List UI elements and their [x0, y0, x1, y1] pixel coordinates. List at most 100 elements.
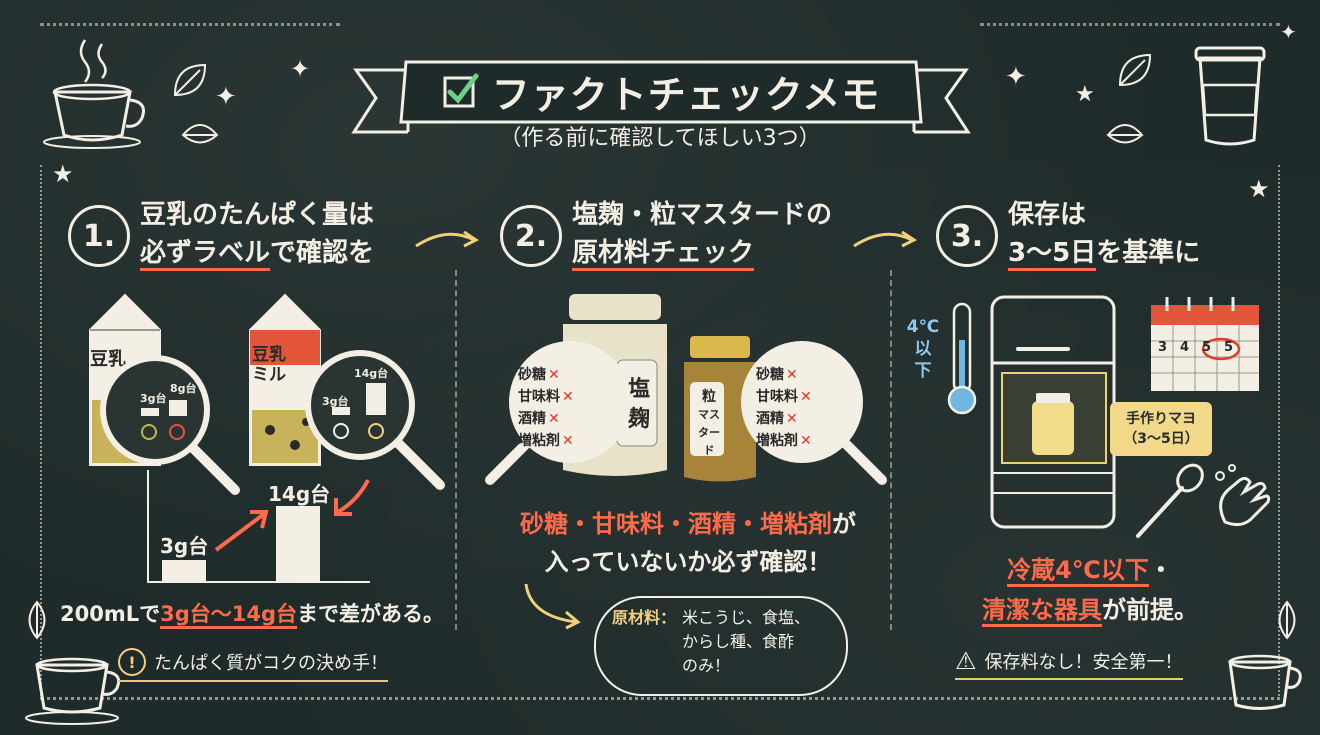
jar1-label: 塩 麹 [628, 375, 650, 435]
section2-alert-line1: 砂糖・甘味料・酒精・増粘剤が [478, 504, 898, 539]
carton2-label-line1: 豆乳 [252, 345, 286, 365]
ingredient-check-item: 増粘剤✕ [756, 430, 812, 450]
leaf-icon [173, 63, 207, 97]
cross-icon: ✕ [800, 389, 812, 405]
homemade-mayo-tag: 手作りマヨ （3〜5日） [1110, 402, 1212, 456]
star-icon: ★ [1075, 82, 1095, 107]
leaf-icon [1106, 124, 1144, 144]
calendar-day: 5 [1202, 340, 1212, 355]
section1-heading-line1: 豆乳のたんぱく量は [140, 200, 375, 230]
washing-hands-icon [1215, 464, 1271, 527]
section3-summary-line1: 冷蔵4℃以下・ [900, 550, 1280, 587]
bar-small-label: 3g台 [160, 534, 209, 558]
cross-icon: ✕ [548, 367, 560, 383]
mayo-tag-line2: （3〜5日） [1123, 431, 1199, 447]
magnifier-icon [741, 341, 887, 485]
ingredient-check-item: 甘味料✕ [756, 386, 812, 406]
ingredient-check-item: 酒精✕ [518, 408, 560, 428]
section1-summary-prefix: 200mLで [60, 602, 161, 626]
column-divider-left [455, 270, 457, 630]
sparkle-icon: ✦ [290, 55, 311, 83]
leaf-icon [1278, 600, 1296, 640]
jar2-label-line1: 粒 [702, 389, 716, 405]
arrow-right-icon [415, 230, 479, 248]
carton1-label: 豆乳 [90, 349, 126, 370]
section3-summary-tools: 清潔な器具 [982, 596, 1102, 627]
page-subtitle: （作る前に確認してほしい3つ） [499, 126, 821, 151]
ingredient-name: 酒精 [756, 411, 784, 427]
thermometer-label-line2: 以 [914, 339, 932, 359]
section2-heading-emphasis: 原材料チェック [572, 238, 755, 271]
bar-large-label: 14g台 [268, 482, 331, 506]
calendar-day: 3 [1158, 340, 1168, 355]
ingredient-name: 甘味料 [756, 389, 798, 405]
calendar-icon [1151, 297, 1259, 391]
title-ribbon [351, 60, 971, 134]
thermometer-label-line3: 下 [914, 361, 932, 381]
coffee-cup-icon [43, 39, 145, 149]
cross-icon: ✕ [786, 367, 798, 383]
ingredient-check-item: 酒精✕ [756, 408, 798, 428]
ingredients-line1: 米こうじ、食塩、 [682, 608, 811, 627]
section1-summary-suffix: まで差がある。 [297, 602, 445, 626]
top-dotted-line-right [980, 23, 1280, 26]
section1-heading-line2-rest: で確認を [270, 238, 375, 268]
refrigerator-icon [990, 295, 1116, 529]
lens1-left-value: 3g台 [140, 392, 167, 405]
section3-note: ⚠ 保存料なし！安全第一！ [955, 648, 1183, 680]
section2-alert-terms: 砂糖・甘味料・酒精・増粘剤 [520, 510, 832, 538]
star-icon: ★ [52, 160, 74, 188]
calendar-day: 4 [1180, 340, 1190, 355]
thermometer-label-line1: 4℃ [906, 317, 940, 337]
section3-heading: 保存は 3〜5日を基準に [1008, 196, 1200, 272]
section3-summary-suffix: が前提。 [1102, 596, 1198, 624]
section3-summary-line2: 清潔な器具が前提。 [900, 590, 1280, 627]
ingredient-name: 増粘剤 [518, 433, 560, 449]
ingredient-name: 砂糖 [518, 367, 546, 383]
ingredient-name: 甘味料 [518, 389, 560, 405]
jar1-label-line1: 塩 [628, 377, 651, 402]
section1-summary: 200mLで3g台〜14g台まで差がある。 [60, 598, 445, 629]
ingredient-name: 酒精 [518, 411, 546, 427]
thermometer-label: 4℃ 以 下 [903, 316, 943, 382]
protein-bar-comparison [147, 470, 370, 583]
section1-heading-line2: 必ずラベルで確認を [140, 234, 374, 272]
star-icon: ★ [1248, 175, 1270, 203]
section1-heading: 豆乳のたんぱく量は 必ずラベルで確認を [140, 196, 374, 272]
ingredient-check-item: 砂糖✕ [756, 364, 798, 384]
ingredients-bubble [594, 596, 848, 696]
cross-icon: ✕ [786, 411, 798, 427]
jar1-label-line2: 麹 [628, 407, 651, 432]
sparkle-icon: ✦ [1005, 62, 1027, 92]
section3-summary-dot: ・ [1148, 556, 1173, 584]
frame-dotted-border [40, 165, 1280, 700]
section3-heading-emphasis: 3〜5日 [1008, 238, 1097, 271]
spoon-icon [1136, 463, 1204, 538]
jar2-label-line3: タード [698, 426, 720, 457]
lens1-right-value: 8g台 [170, 382, 197, 395]
ingredient-check-item: 甘味料✕ [518, 386, 574, 406]
section2-heading-line1: 塩麹・粒マスタードの [572, 200, 833, 230]
section3-note-text: 保存料なし！安全第一！ [984, 652, 1183, 673]
mayo-tag-line1: 手作りマヨ [1126, 411, 1196, 427]
coffee-cup-icon [25, 657, 121, 725]
top-dotted-line-left [40, 23, 340, 26]
section3-heading-line2: 3〜5日を基準に [1008, 234, 1200, 272]
section3-heading-line2-rest: を基準に [1096, 238, 1201, 268]
jar2-label-line2: マス [698, 408, 720, 421]
curved-arrow-icon [524, 583, 581, 630]
magnifier-icon [100, 355, 240, 495]
checkbox-checked-icon [443, 73, 479, 108]
lens2-left-value: 3g台 [322, 395, 349, 408]
section2-heading: 塩麹・粒マスタードの 原材料チェック [572, 196, 832, 272]
section-number-3: 3. [936, 205, 998, 267]
column-divider-right [890, 270, 892, 630]
mustard-jar-icon [684, 336, 756, 482]
section2-alert-line2: 入っていないか必ず確認！ [544, 548, 832, 576]
ingredients-line3: のみ！ [682, 656, 731, 675]
ingredients-label: 原材料： [612, 608, 677, 627]
cross-icon: ✕ [562, 433, 574, 449]
coffee-cup-icon [1194, 46, 1266, 146]
section2-heading-line2: 原材料チェック [572, 234, 832, 272]
